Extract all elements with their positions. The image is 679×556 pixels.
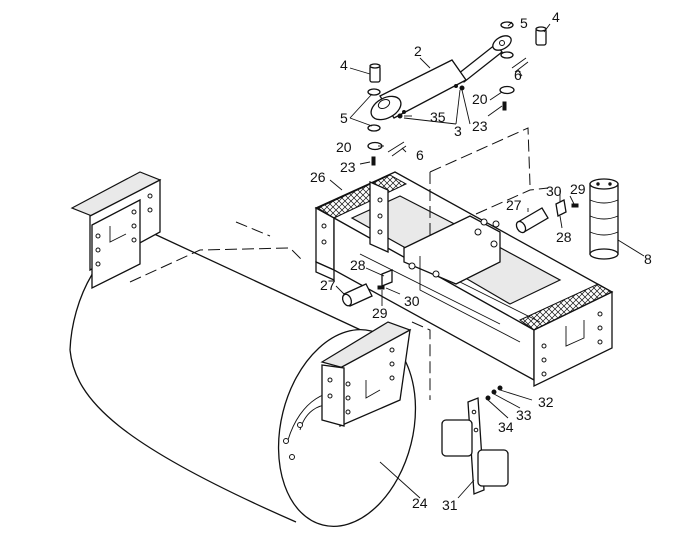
label-30a: 30: [546, 183, 562, 199]
pin-part-27-lower: [341, 283, 373, 307]
label-27b: 27: [320, 277, 336, 293]
rear-mount-plate: [70, 171, 162, 290]
label-4b: 4: [552, 9, 560, 25]
label-26: 26: [310, 169, 326, 185]
step-part-31: [441, 397, 509, 495]
label-23a: 23: [340, 159, 356, 175]
front-mount-plate: [320, 321, 412, 427]
callout-labels: 2 3 4 4 5 5 6 6 8 20 20 23 23 24 26 27 2…: [310, 9, 652, 513]
label-6a: 6: [416, 147, 424, 163]
label-31: 31: [442, 497, 458, 513]
label-24: 24: [412, 495, 428, 511]
label-6b: 6: [514, 67, 522, 83]
label-5b: 5: [520, 15, 528, 31]
label-34: 34: [498, 419, 514, 435]
plates-part-28: [381, 199, 567, 287]
label-29b: 29: [372, 305, 388, 321]
label-4a: 4: [340, 57, 348, 73]
label-5a: 5: [340, 110, 348, 126]
fasteners-part-32-33-34: [485, 385, 503, 401]
label-32: 32: [538, 394, 554, 410]
fittings-part-3-35: [397, 84, 465, 119]
rubber-buffer-part-8: [589, 178, 619, 260]
bolts-part-29-30: [377, 203, 579, 290]
label-35: 35: [430, 109, 446, 125]
assembly-guide-lines: [129, 127, 549, 400]
label-23b: 23: [472, 118, 488, 134]
label-28b: 28: [350, 257, 366, 273]
label-8: 8: [644, 251, 652, 267]
pin-part-4-right: [535, 26, 547, 46]
label-20b: 20: [472, 91, 488, 107]
label-29a: 29: [570, 181, 586, 197]
label-27a: 27: [506, 197, 522, 213]
bolts-part-23: [371, 101, 507, 166]
label-3: 3: [454, 123, 462, 139]
pin-part-4-left: [369, 63, 381, 83]
frame-part-26: [314, 171, 614, 388]
pin-part-27-upper: [515, 207, 549, 234]
label-28a: 28: [556, 229, 572, 245]
cylinder-part-2: [370, 35, 512, 121]
label-33: 33: [516, 407, 532, 423]
leader-lines: [329, 21, 645, 499]
label-30b: 30: [404, 293, 420, 309]
label-2: 2: [414, 43, 422, 59]
clips-part-6: [387, 57, 529, 157]
label-20a: 20: [336, 139, 352, 155]
